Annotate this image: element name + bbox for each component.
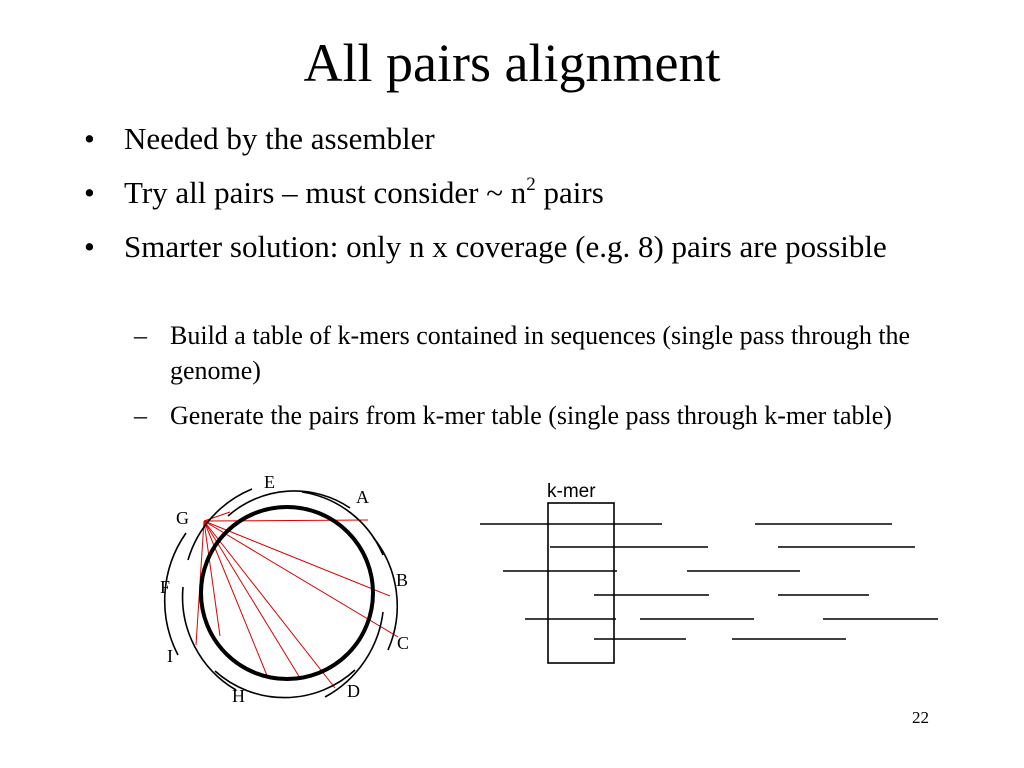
kmer-window bbox=[547, 502, 615, 664]
pair-lines bbox=[195, 511, 399, 689]
label-a: A bbox=[356, 487, 369, 507]
bullet-text: Smarter solution: only n x coverage (e.g… bbox=[124, 229, 887, 264]
pair-line bbox=[203, 520, 391, 597]
kmer-diagram: k-mer bbox=[480, 481, 938, 664]
label-i: I bbox=[167, 646, 173, 666]
read-arc bbox=[301, 491, 384, 556]
pair-line bbox=[203, 520, 336, 689]
subbullet-1: – Build a table of k-mers contained in s… bbox=[134, 318, 930, 388]
read-arc bbox=[227, 490, 351, 517]
bullet-2: • Try all pairs – must consider ~ n2 pai… bbox=[84, 172, 924, 214]
genome-circle bbox=[199, 505, 375, 681]
read-arcs bbox=[163, 488, 399, 699]
slide-title: All pairs alignment bbox=[303, 33, 721, 93]
bullet-marker: • bbox=[84, 229, 95, 264]
label-f: F bbox=[160, 577, 170, 597]
subbullet-marker: – bbox=[134, 401, 147, 430]
read-arc bbox=[214, 669, 356, 699]
subbullet-text: Build a table of k-mers contained in seq… bbox=[170, 321, 911, 385]
subbullet-2: – Generate the pairs from k-mer table (s… bbox=[134, 398, 930, 433]
label-h: H bbox=[232, 686, 245, 706]
read-arc bbox=[181, 586, 237, 691]
bullet-text-suffix: pairs bbox=[535, 175, 604, 210]
pair-line bbox=[203, 511, 231, 522]
label-b: B bbox=[396, 570, 408, 590]
page-number: 22 bbox=[912, 708, 929, 727]
subbullet-text: Generate the pairs from k-mer table (sin… bbox=[170, 401, 892, 430]
kmer-label: k-mer bbox=[547, 481, 596, 502]
bullet-marker: • bbox=[84, 175, 95, 210]
bullet-text: Try all pairs – must consider ~ n bbox=[124, 175, 527, 210]
circular-genome-diagram: E A G B F C I H D bbox=[160, 472, 409, 706]
label-d: D bbox=[347, 681, 360, 701]
label-c: C bbox=[397, 633, 409, 653]
bullet-3: • Smarter solution: only n x coverage (e… bbox=[84, 226, 924, 268]
pair-line bbox=[203, 520, 399, 638]
bullet-text: Needed by the assembler bbox=[124, 121, 435, 156]
read-lines bbox=[480, 523, 938, 640]
pair-line bbox=[203, 519, 369, 522]
bullet-superscript: 2 bbox=[526, 173, 536, 195]
read-arc bbox=[163, 532, 187, 656]
label-g: G bbox=[176, 508, 189, 528]
bullet-1: • Needed by the assembler bbox=[84, 118, 924, 160]
bullet-marker: • bbox=[84, 121, 95, 156]
subbullet-marker: – bbox=[134, 321, 147, 350]
label-e: E bbox=[264, 472, 275, 492]
read-arc bbox=[324, 611, 384, 698]
pair-line bbox=[203, 520, 221, 637]
read-arc bbox=[372, 536, 399, 651]
pair-line bbox=[203, 520, 301, 679]
read-arc bbox=[187, 488, 253, 561]
